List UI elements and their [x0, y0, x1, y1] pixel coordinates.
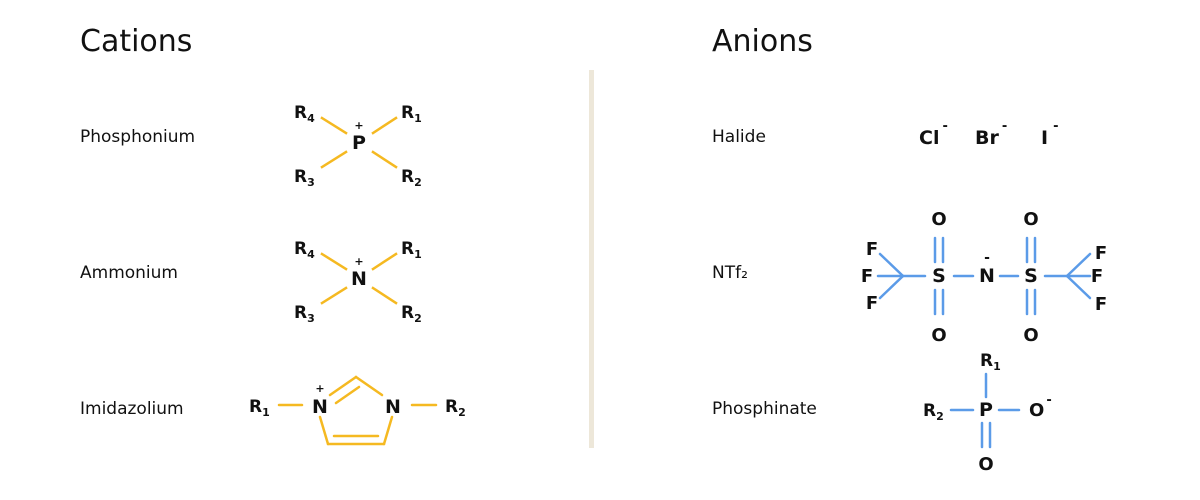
fluorine-atom: F	[861, 266, 873, 287]
nitrogen-atom: N	[979, 265, 995, 287]
halide-label: Halide	[712, 127, 766, 147]
phosphinate-structure: R1 R2 P O- O	[923, 351, 1052, 475]
imidazolium-bonds	[277, 375, 438, 446]
cations-heading: Cations	[80, 24, 193, 59]
fluorine-atom: F	[1095, 243, 1107, 264]
imidazolium-label: Imidazolium	[80, 399, 184, 419]
phosphinate-bonds	[949, 372, 1021, 449]
r2-group: R2	[401, 167, 422, 189]
r1-group: R1	[980, 351, 1001, 373]
sulfur-atom: S	[932, 265, 946, 287]
r2-group: R2	[445, 397, 466, 419]
fluorine-atom: F	[1095, 294, 1107, 315]
oxygen-anion: O-	[1029, 393, 1052, 421]
ammonium-structure: N + R4 R1 R3 R2	[294, 239, 422, 325]
ammonium-label: Ammonium	[80, 263, 178, 283]
r4-group: R4	[294, 103, 315, 125]
positive-charge: +	[354, 255, 363, 268]
nitrogen-atom: N	[351, 268, 367, 290]
r1-group: R1	[401, 103, 422, 125]
phosphonium-label: Phosphonium	[80, 127, 196, 147]
r3-group: R3	[294, 167, 315, 189]
phosphinate-label: Phosphinate	[712, 399, 817, 419]
r1-group: R1	[249, 397, 270, 419]
r2-group: R2	[401, 303, 422, 325]
halide-structure: Cl- Br- I-	[919, 119, 1058, 149]
oxygen-atom: O	[931, 325, 946, 346]
anions-heading: Anions	[712, 24, 813, 59]
positive-charge: +	[315, 382, 324, 395]
nitrogen-atom: N	[385, 396, 401, 418]
oxygen-atom: O	[978, 454, 993, 475]
negative-charge: -	[984, 250, 990, 266]
chloride-ion: Cl-	[919, 119, 948, 149]
r4-group: R4	[294, 239, 315, 261]
phosphonium-bonds	[320, 116, 398, 169]
r2-group: R2	[923, 401, 944, 423]
ntf2-label: NTf₂	[712, 263, 748, 283]
nitrogen-plus-atom: N	[312, 396, 328, 418]
positive-charge: +	[354, 119, 363, 132]
ntf2-structure: F F F O S O N - O S O F F F	[861, 209, 1107, 346]
fluorine-atom: F	[1091, 266, 1103, 287]
sulfur-atom: S	[1024, 265, 1038, 287]
imidazolium-structure: R1 N + N R2	[249, 375, 466, 446]
r3-group: R3	[294, 303, 315, 325]
iodide-ion: I-	[1041, 119, 1058, 149]
oxygen-atom: O	[1023, 209, 1038, 230]
phosphorus-atom: P	[979, 399, 993, 421]
fluorine-atom: F	[866, 293, 878, 314]
r1-group: R1	[401, 239, 422, 261]
oxygen-atom: O	[1023, 325, 1038, 346]
ammonium-bonds	[320, 252, 398, 305]
phosphonium-structure: P + R4 R1 R3 R2	[294, 103, 422, 189]
column-divider	[589, 70, 594, 448]
ntf2-bonds	[876, 236, 1092, 316]
fluorine-atom: F	[866, 239, 878, 260]
phosphorus-atom: P	[352, 132, 366, 154]
bromide-ion: Br-	[975, 119, 1007, 149]
oxygen-atom: O	[931, 209, 946, 230]
